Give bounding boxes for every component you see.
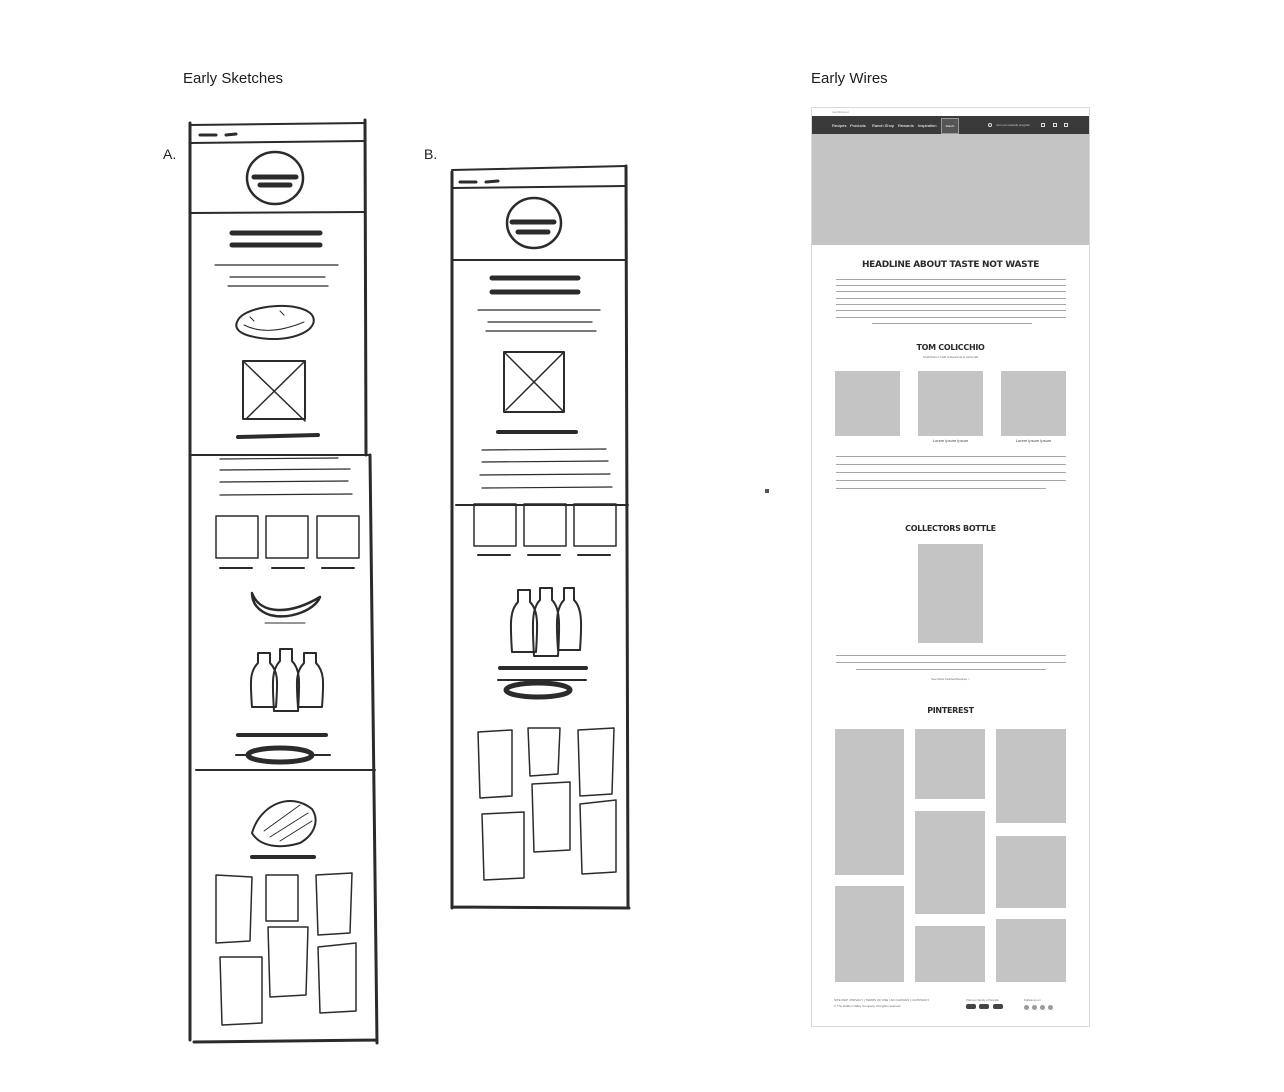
body-text-line (836, 291, 1066, 292)
early-wires-heading: Early Wires (811, 70, 888, 87)
headline: HEADLINE ABOUT TASTE NOT WASTE (861, 260, 1040, 270)
copyright: © The Hidden Valley Company. All rights … (834, 1004, 902, 1008)
collectors-bottle-image (918, 544, 983, 643)
brands-label: Visit our family of brands (966, 998, 999, 1002)
sketch-b-drawing (450, 164, 631, 910)
sketch-a-drawing (188, 118, 379, 1045)
pinterest-tile[interactable] (835, 886, 904, 982)
pinterest-tile[interactable] (915, 811, 985, 914)
utility-bar: ranchforever (812, 108, 1089, 116)
bio-text-line (836, 480, 1066, 481)
saved-icon[interactable] (1053, 123, 1057, 127)
footer-links[interactable]: SITE MAP | PRIVACY | TERMS OF USE | AD C… (834, 998, 930, 1002)
follow-label: Follow us on (1024, 998, 1041, 1002)
collectors-title: COLLECTORS BOTTLE (905, 524, 996, 533)
bio-text-line (836, 464, 1066, 465)
image-caption-2: Lorem Ipsum Ipsum (932, 438, 969, 443)
pinterest-title: PINTEREST (927, 706, 974, 715)
search-icon[interactable] (988, 123, 992, 127)
pinterest-tile[interactable] (996, 919, 1066, 982)
rewards-signup-text[interactable]: Join our rewards program (996, 123, 1031, 127)
body-text-line (836, 285, 1066, 286)
bio-text-line (836, 472, 1066, 473)
pinterest-tile[interactable] (835, 729, 904, 875)
body-text-line (836, 304, 1066, 305)
chef-subtitle: Chef/Owner Craft restaurants & 'wichcraf… (922, 355, 979, 359)
chef-image-3 (1001, 371, 1066, 436)
image-caption-3: Lorem Ipsum Ipsum (1015, 438, 1052, 443)
chef-image-1 (835, 371, 900, 436)
early-wire-page: ranchforever Recipes Products Ranch Shop… (811, 107, 1090, 1027)
body-text-line (836, 317, 1066, 318)
bio-text-line (836, 488, 1046, 489)
collectors-text-line (836, 655, 1066, 656)
main-nav: Recipes Products Ranch Shop Rewards Insp… (812, 116, 1089, 134)
brand-badge[interactable] (966, 1004, 976, 1009)
brand-logo[interactable]: Ranch (941, 118, 959, 134)
body-text-line (872, 323, 1032, 324)
utility-bar-text: ranchforever (832, 110, 849, 114)
brand-badge[interactable] (993, 1004, 1003, 1009)
pinterest-tile[interactable] (996, 836, 1066, 908)
bio-text-line (836, 456, 1066, 457)
sketch-b-label: B. (424, 146, 438, 162)
nav-ranch-shop[interactable]: Ranch Shop (872, 123, 895, 128)
pinterest-tile[interactable] (915, 926, 985, 982)
see-more-link[interactable]: See More Festival Recipes > (931, 677, 970, 681)
nav-inspiration[interactable]: Inspiration (918, 123, 937, 128)
pinterest-tile[interactable] (996, 729, 1066, 823)
nav-rewards[interactable]: Rewards (898, 123, 914, 128)
body-text-line (836, 279, 1066, 280)
nav-recipes[interactable]: Recipes (832, 123, 847, 128)
chef-image-2 (918, 371, 983, 436)
account-icon[interactable] (1041, 123, 1045, 127)
body-text-line (836, 310, 1066, 311)
body-text-line (836, 298, 1066, 299)
instagram-icon[interactable] (1024, 1005, 1029, 1010)
stray-mark (765, 489, 769, 493)
nav-products[interactable]: Products (850, 123, 866, 128)
sketch-a-label: A. (163, 146, 177, 162)
collectors-text-line (856, 669, 1046, 670)
cart-icon[interactable] (1064, 123, 1068, 127)
chef-name: TOM COLICCHIO (916, 343, 985, 352)
hero-image-placeholder (812, 134, 1089, 245)
pinterest-tile[interactable] (915, 729, 985, 799)
brand-badge[interactable] (979, 1004, 989, 1009)
early-sketches-heading: Early Sketches (183, 70, 284, 87)
x-icon[interactable] (1040, 1005, 1045, 1010)
facebook-icon[interactable] (1032, 1005, 1037, 1010)
youtube-icon[interactable] (1048, 1005, 1053, 1010)
collectors-text-line (836, 662, 1066, 663)
